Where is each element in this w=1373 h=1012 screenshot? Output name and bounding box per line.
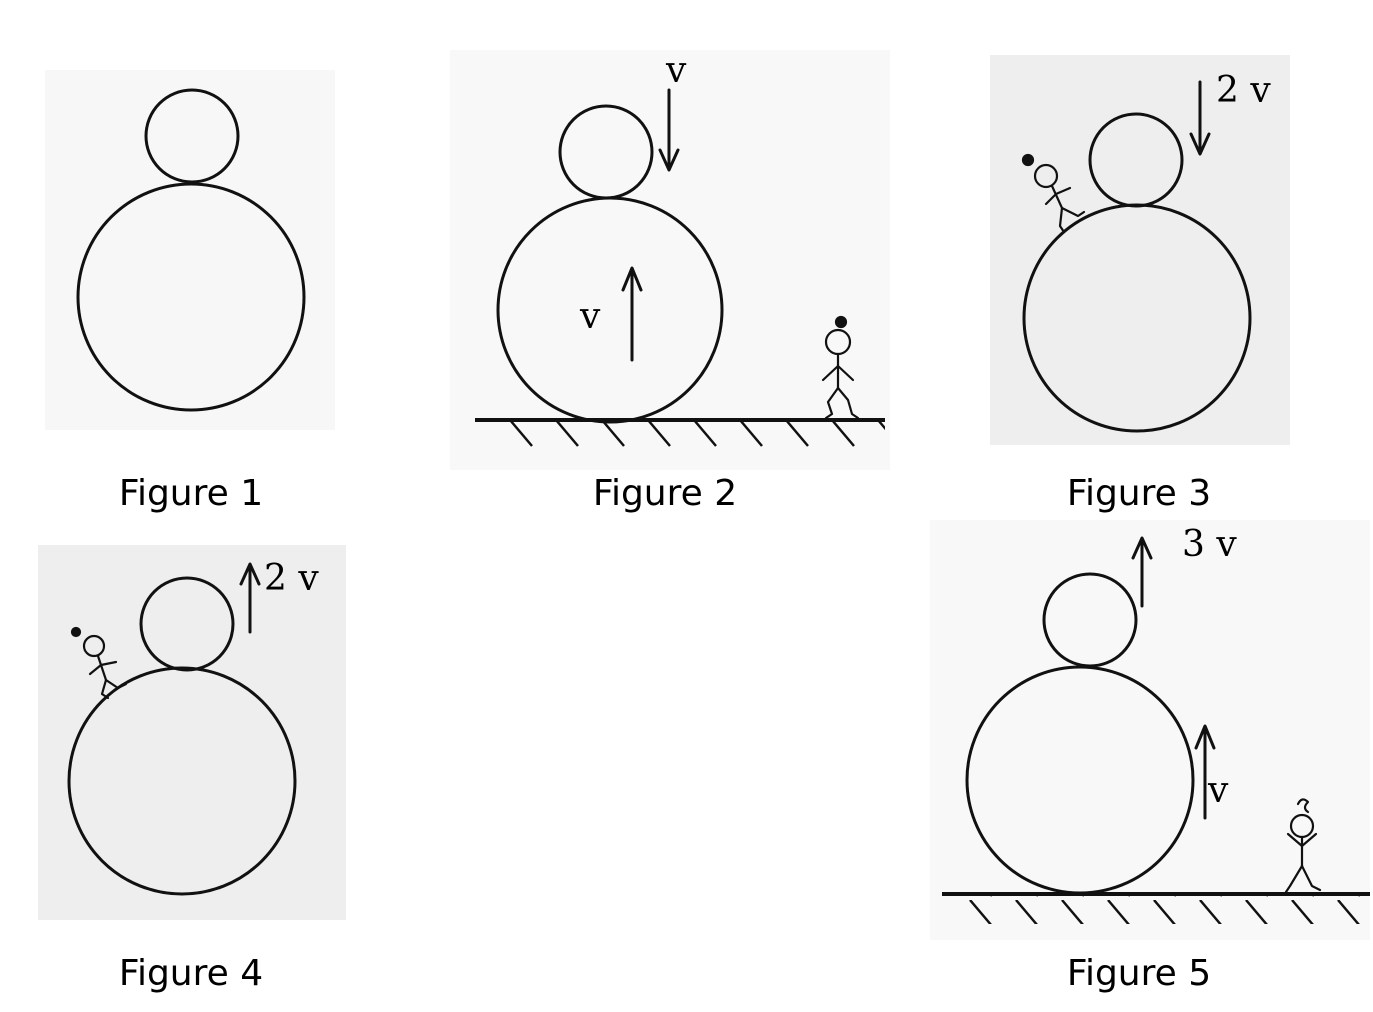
figure-4-top-arrow <box>239 562 261 634</box>
figure-2-top-arrow <box>658 88 680 172</box>
figure-1-paper <box>45 70 335 430</box>
figure-4-observer <box>70 626 128 700</box>
figure-5: 3 v v Figure 5 <box>930 520 1370 994</box>
figure-1-caption: Figure 1 <box>119 473 263 514</box>
figure-3-caption: Figure 3 <box>1067 473 1211 514</box>
figure-4: 2 v Figure 4 <box>38 545 346 994</box>
figure-4-small-ball <box>139 576 235 672</box>
figure-5-observer <box>1284 798 1322 894</box>
figure-3-top-arrow <box>1189 80 1211 156</box>
figure-2-caption: Figure 2 <box>593 473 737 514</box>
figure-2: v v Figure 2 <box>450 50 890 514</box>
figure-3-paper <box>990 55 1290 445</box>
figure-5-caption: Figure 5 <box>1067 953 1211 994</box>
figure-3-observer <box>1021 153 1086 234</box>
figure-3-top-velocity: 2 v <box>1216 70 1271 111</box>
figure-5-paper <box>930 520 1370 940</box>
figure-5-bottom-arrow <box>1194 724 1216 820</box>
figure-1-large-ball <box>76 182 306 412</box>
figure-1-small-ball <box>144 88 240 184</box>
figure-5-bottom-velocity: v <box>1207 770 1229 811</box>
figure-2-observer <box>821 315 860 420</box>
figure-3: 2 v Figure 3 <box>990 55 1290 514</box>
figure-4-top-velocity: 2 v <box>264 558 319 599</box>
figure-1: Figure 1 <box>45 70 335 514</box>
figure-2-ground <box>475 418 885 450</box>
figure-5-top-velocity: 3 v <box>1182 524 1237 565</box>
figure-2-bottom-arrow <box>621 266 643 362</box>
figure-3-large-ball <box>1022 203 1252 433</box>
figure-4-caption: Figure 4 <box>119 953 263 994</box>
figure-4-paper <box>38 545 346 920</box>
figure-4-large-ball <box>67 666 297 896</box>
figure-2-top-velocity: v <box>665 50 687 91</box>
figure-2-bottom-velocity: v <box>579 296 601 337</box>
figure-5-top-arrow <box>1131 536 1153 608</box>
figure-5-ground <box>942 892 1370 924</box>
